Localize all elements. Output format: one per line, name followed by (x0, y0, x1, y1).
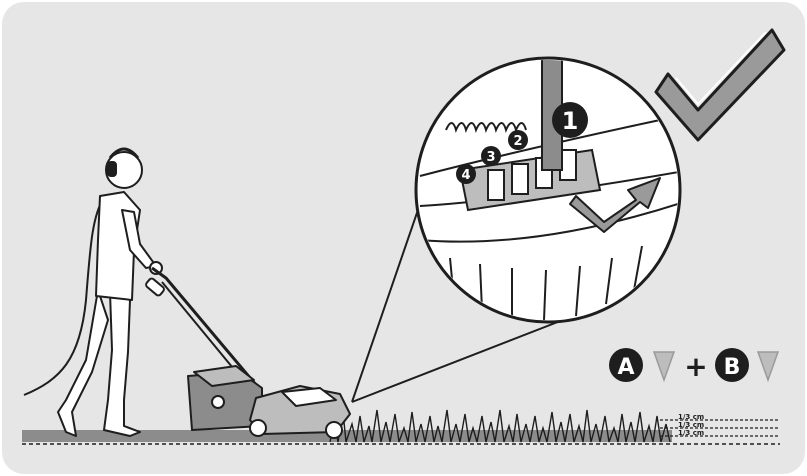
callout-3: 3 (481, 146, 501, 166)
svg-text:3: 3 (486, 150, 495, 165)
ground-strip (22, 430, 672, 442)
cut-height-label-2: 1/3 cm (678, 421, 704, 429)
lawn-mower (145, 266, 351, 439)
svg-text:2: 2 (513, 134, 522, 149)
cut-height-label-1: 1/3 cm (678, 413, 704, 421)
check-mark-icon (654, 28, 786, 142)
svg-text:B: B (724, 355, 741, 380)
callout-1: 1 (552, 102, 588, 138)
operator-figure (23, 147, 163, 437)
arrow-icon (569, 177, 661, 233)
grass (329, 409, 671, 443)
svg-text:A: A (617, 355, 634, 380)
zoom-detail: 1 2 3 4 (414, 56, 682, 324)
callout-2: 2 (508, 130, 528, 150)
svg-text:1: 1 (562, 107, 579, 135)
callout-4: 4 (456, 164, 476, 184)
badge-a: A (609, 348, 643, 382)
cut-height-guides (660, 419, 780, 437)
plus-sign: + (684, 350, 707, 383)
down-triangle-icon (652, 351, 676, 383)
power-cord (23, 197, 105, 396)
down-triangle-icon (756, 351, 780, 383)
spring (445, 122, 527, 133)
mower-handle (151, 266, 264, 393)
badge-b: B (715, 348, 749, 382)
formula: A + B (609, 348, 780, 383)
svg-text:4: 4 (461, 168, 470, 183)
cut-height-label-3: 1/3 cm (678, 429, 704, 437)
